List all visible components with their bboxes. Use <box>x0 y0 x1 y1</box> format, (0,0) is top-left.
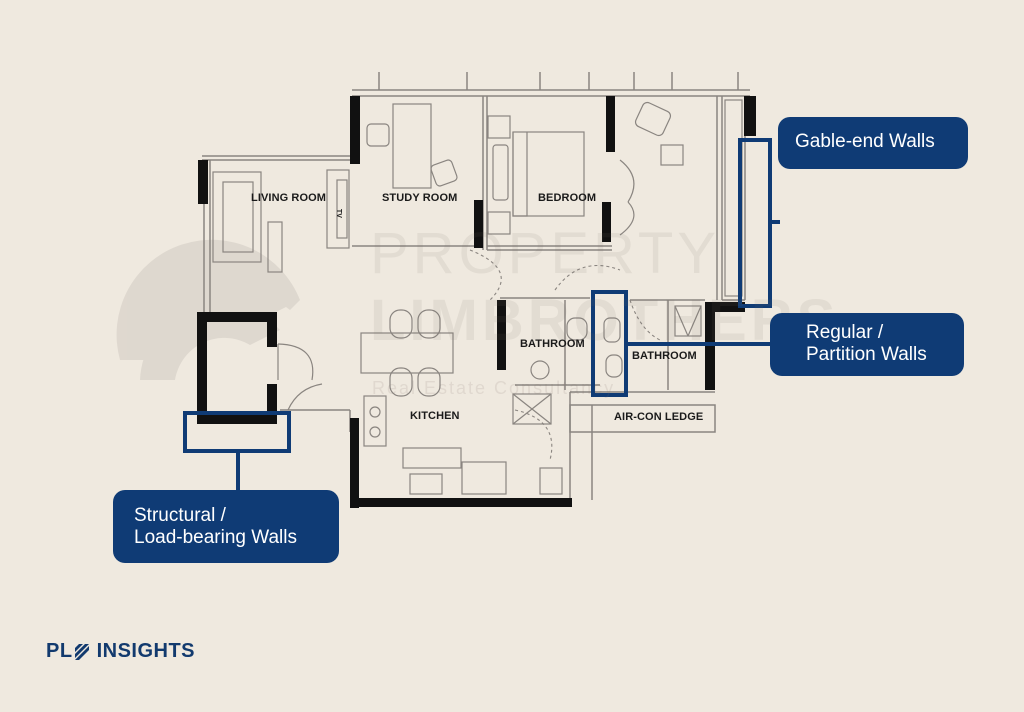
watermark-tagline: Real Estate Consultancy <box>372 378 616 398</box>
doors <box>277 159 635 411</box>
room-label-aircon-ledge: AIR-CON LEDGE <box>614 411 704 423</box>
watermark-brand: PROPERTY LIMBROTHERS <box>370 220 839 354</box>
furniture <box>212 99 743 495</box>
callout-structural: Structural / Load-bearing Walls <box>113 490 339 563</box>
callout-partition-line1: Regular / <box>806 322 884 343</box>
door-swings <box>469 249 661 461</box>
watermark-logo-icon <box>116 239 301 380</box>
room-label-bathroom-2: BATHROOM <box>632 350 697 362</box>
watermark-brand-line1: PROPERTY <box>370 221 721 286</box>
wall-highlights <box>183 138 780 490</box>
callout-gable-end-text: Gable-end Walls <box>795 131 935 152</box>
tv-label: TV <box>335 208 343 219</box>
thin-walls <box>202 72 750 500</box>
room-label-bedroom: BEDROOM <box>538 192 597 204</box>
pl-insights-logo: PL INSIGHTS <box>46 640 195 662</box>
room-label-kitchen: KITCHEN <box>410 410 460 422</box>
callout-structural-line2: Load-bearing Walls <box>134 527 297 548</box>
room-label-study: STUDY ROOM <box>382 192 458 204</box>
logo-word: INSIGHTS <box>96 639 196 662</box>
room-label-living: LIVING ROOM <box>251 192 327 204</box>
callout-partition-line2: Partition Walls <box>806 344 927 365</box>
room-label-bathroom-1: BATHROOM <box>520 338 585 350</box>
callout-gable-end: Gable-end Walls <box>778 117 968 169</box>
watermark-brand-line2: LIMBROTHERS <box>370 288 840 353</box>
callout-partition: Regular / Partition Walls <box>770 313 964 376</box>
logo-stripes-icon <box>74 644 89 660</box>
callout-structural-line1: Structural / <box>134 505 226 526</box>
logo-letters: PL <box>46 639 73 662</box>
